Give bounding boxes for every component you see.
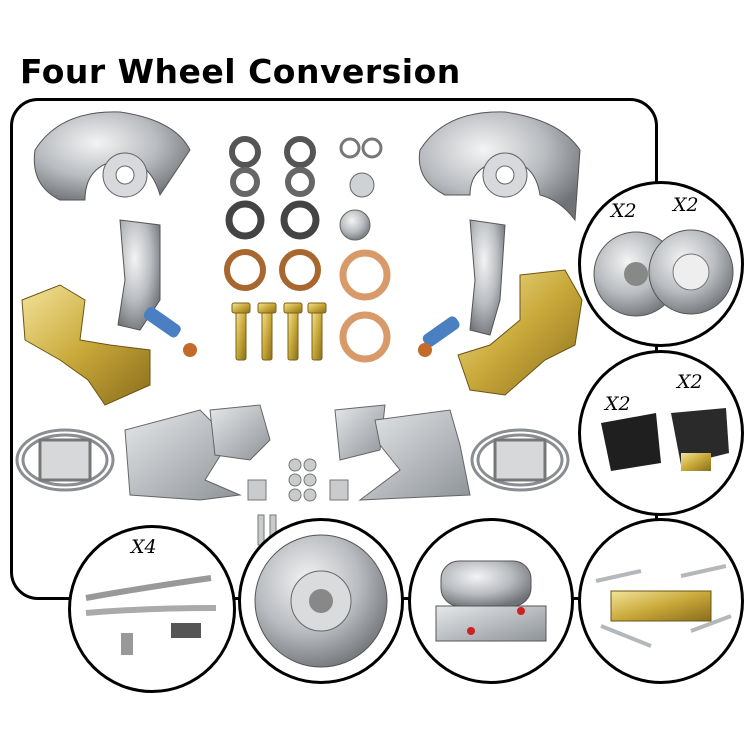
brake-hose-image	[85, 575, 217, 655]
rotors-circle: X2 X2	[578, 181, 744, 347]
caliper-bolts	[231, 302, 327, 361]
dust-shield-right	[418, 111, 581, 222]
rotor-quantity-right: X2	[673, 194, 699, 216]
product-title: Four Wheel Conversion	[20, 52, 461, 91]
master-cylinder-circle	[408, 518, 574, 684]
rear-brackets	[124, 404, 471, 501]
spindle-right	[418, 219, 506, 357]
brake-booster-image	[254, 534, 388, 668]
spindle-left	[117, 219, 197, 357]
caliper-bracket-left	[21, 284, 151, 406]
brake-hoses-circle: X4	[68, 525, 236, 693]
hose-quantity: X4	[131, 536, 157, 558]
proportioning-valve-image	[595, 564, 732, 648]
caliper-bracket-right	[457, 269, 583, 396]
proportioning-valve-circle	[578, 518, 744, 684]
calipers-circle: X2 X2	[578, 350, 744, 516]
brake-line-coil-left	[15, 428, 115, 492]
dust-shield-left	[33, 111, 191, 201]
bearings-and-seals	[224, 136, 391, 363]
brake-line-coil-right	[470, 428, 570, 492]
caliper-quantity-left: X2	[605, 393, 631, 415]
small-hardware	[247, 458, 349, 546]
master-cylinder-image	[435, 560, 547, 642]
caliper-quantity-right: X2	[677, 371, 703, 393]
rotor-image	[593, 229, 734, 317]
rotor-quantity-left: X2	[611, 200, 637, 222]
brake-booster-circle	[238, 518, 404, 684]
caliper-image	[601, 408, 729, 471]
